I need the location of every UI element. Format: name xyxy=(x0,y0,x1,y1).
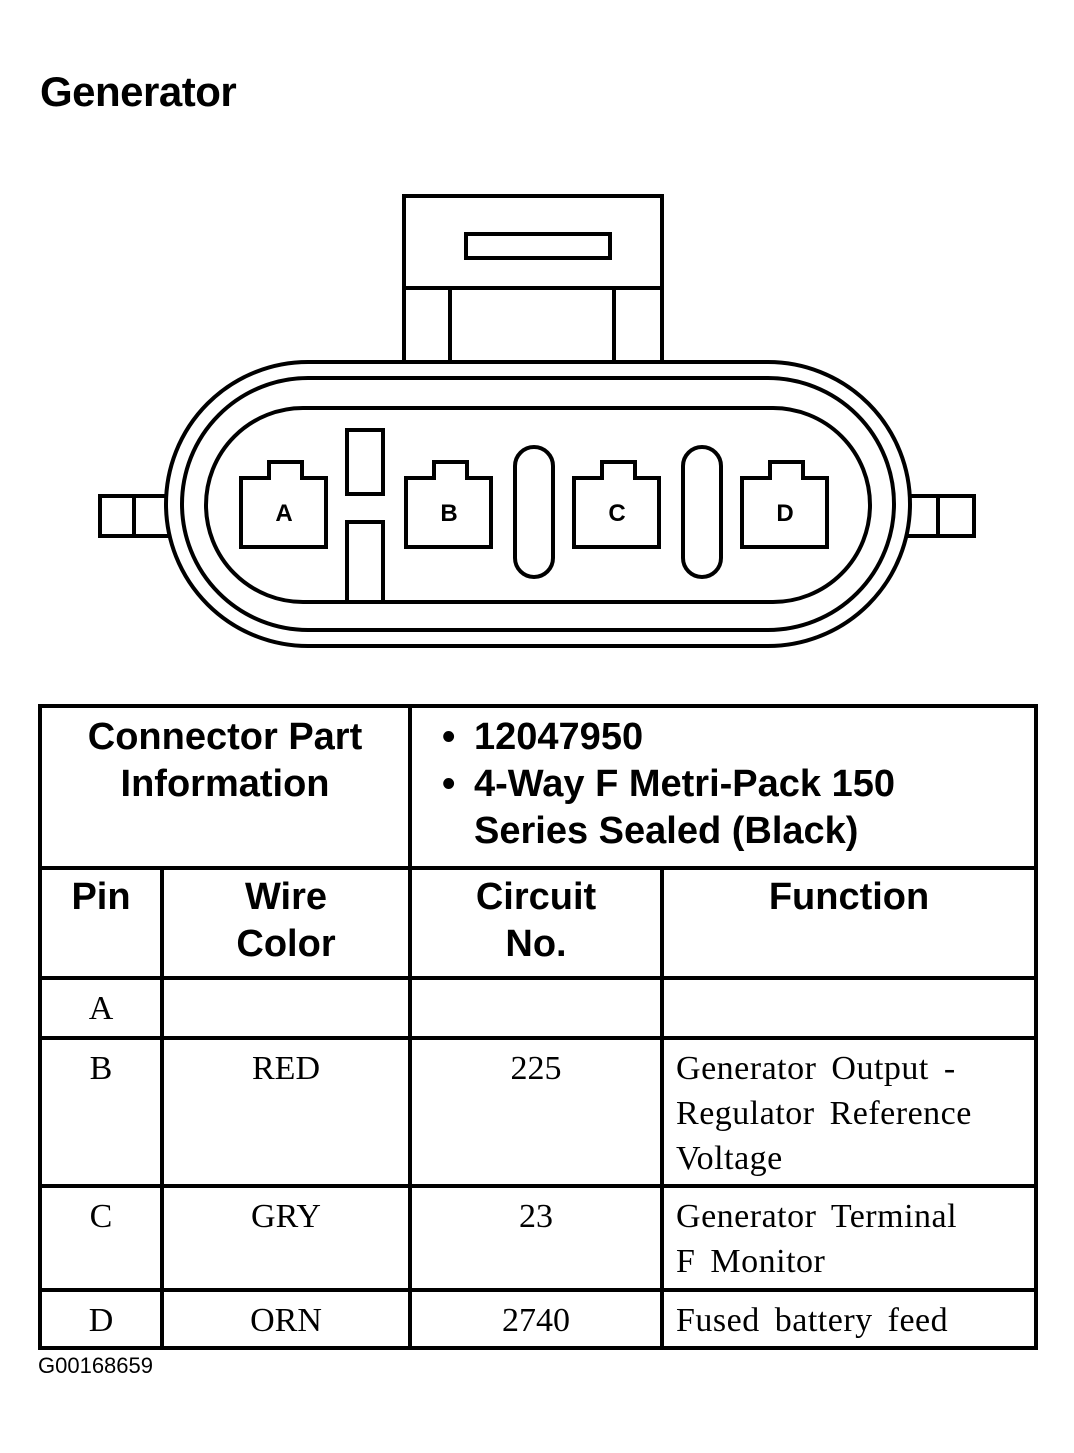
function-line: F Monitor xyxy=(676,1243,826,1280)
function-cell: Generator Terminal F Monitor xyxy=(660,1184,1039,1292)
info-value-line: 4-Way F Metri-Pack 150 xyxy=(474,763,896,805)
pin-label-b: B xyxy=(440,500,457,527)
column-header-line: Circuit xyxy=(475,876,597,918)
pin-cavity-b xyxy=(404,460,493,549)
function-line: Voltage xyxy=(676,1140,783,1177)
column-header-circuit-no: Circuit No. xyxy=(408,866,665,980)
connector-body-outer xyxy=(164,360,912,648)
figure-id: G00168659 xyxy=(38,1353,153,1378)
info-value-line: Series Sealed (Black) xyxy=(474,810,859,852)
column-header-pin: Pin xyxy=(38,866,164,980)
pin-separator xyxy=(681,445,723,579)
lock-tab-slot xyxy=(464,232,612,260)
connector-part-info-label: Connector Part Information xyxy=(37,704,413,870)
bullet-icon: • xyxy=(442,716,456,758)
connector-diagram: A B C D xyxy=(98,194,976,648)
pinout-table: Connector Part Information • 12047950 • … xyxy=(37,704,1039,1350)
pin-cavity-a xyxy=(239,460,328,549)
table-row: A xyxy=(38,976,1039,1040)
table-row: B RED 225 Generator Output - Regulator R… xyxy=(38,1036,1039,1188)
pin-cell: B xyxy=(38,1036,164,1188)
column-header-line: Pin xyxy=(71,876,131,918)
pin-cell: D xyxy=(38,1288,164,1350)
bullet-icon: • xyxy=(442,763,456,805)
info-bullet-item: • 4-Way F Metri-Pack 150 Series Sealed (… xyxy=(442,761,1034,855)
circuit-cell: 2740 xyxy=(408,1288,665,1350)
wire-color-cell: GRY xyxy=(159,1184,413,1292)
column-header-line: No. xyxy=(505,923,567,965)
diagram-title: Generator xyxy=(40,68,237,115)
table-row: C GRY 23 Generator Terminal F Monitor xyxy=(38,1184,1039,1292)
table-row: D ORN 2740 Fused battery feed xyxy=(38,1288,1039,1350)
pin-label-c: C xyxy=(608,500,625,527)
circuit-cell xyxy=(408,976,665,1040)
function-line: Generator Terminal xyxy=(676,1198,958,1235)
key-lower xyxy=(345,520,385,604)
circuit-cell: 23 xyxy=(408,1184,665,1292)
key-upper xyxy=(345,428,385,496)
wire-color-cell xyxy=(159,976,413,1040)
connector-body-mid xyxy=(180,376,896,632)
column-header-function: Function xyxy=(660,866,1039,980)
pin-label-a: A xyxy=(275,500,292,527)
right-ear xyxy=(904,494,976,538)
pin-cell: A xyxy=(38,976,164,1040)
column-header-row: Pin Wire Color Circuit No. Function xyxy=(38,866,1039,980)
connector-body-inner xyxy=(204,406,872,604)
pin-label-d: D xyxy=(776,500,793,527)
pin-cavity-c xyxy=(572,460,661,549)
wire-color-cell: ORN xyxy=(159,1288,413,1350)
connector-part-info-value: • 12047950 • 4-Way F Metri-Pack 150 Seri… xyxy=(408,704,1039,870)
column-header-line: Wire xyxy=(245,876,328,918)
function-line: Fused battery feed xyxy=(676,1302,949,1339)
info-row: Connector Part Information • 12047950 • … xyxy=(37,704,1039,870)
pin-separator xyxy=(513,445,555,579)
function-line: Regulator Reference xyxy=(676,1095,972,1132)
wire-color-cell: RED xyxy=(159,1036,413,1188)
info-bullet-item: • 12047950 xyxy=(442,714,1034,761)
circuit-cell: 225 xyxy=(408,1036,665,1188)
column-header-line: Function xyxy=(768,876,930,918)
left-ear xyxy=(98,494,172,538)
info-label-line: Information xyxy=(120,763,330,805)
pin-cavity-d xyxy=(740,460,829,549)
function-cell: Generator Output - Regulator Reference V… xyxy=(660,1036,1039,1188)
column-header-wire-color: Wire Color xyxy=(159,866,413,980)
info-value-line: 12047950 xyxy=(474,716,644,758)
info-label-line: Connector Part xyxy=(87,716,363,758)
lock-tab xyxy=(402,194,664,368)
pin-cell: C xyxy=(38,1184,164,1292)
function-line: Generator Output - xyxy=(676,1050,956,1087)
function-cell: Fused battery feed xyxy=(660,1288,1039,1350)
column-header-line: Color xyxy=(236,923,336,965)
function-cell xyxy=(660,976,1039,1040)
